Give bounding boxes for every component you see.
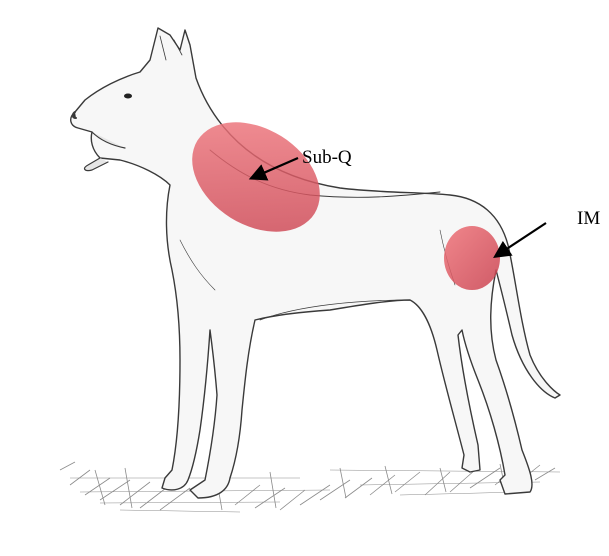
- sub-q-label: Sub-Q: [302, 147, 352, 169]
- im-injection-zone: [444, 226, 500, 290]
- ground-shading: [60, 462, 560, 512]
- dog-eye: [124, 94, 132, 99]
- im-label: IM: [577, 208, 600, 230]
